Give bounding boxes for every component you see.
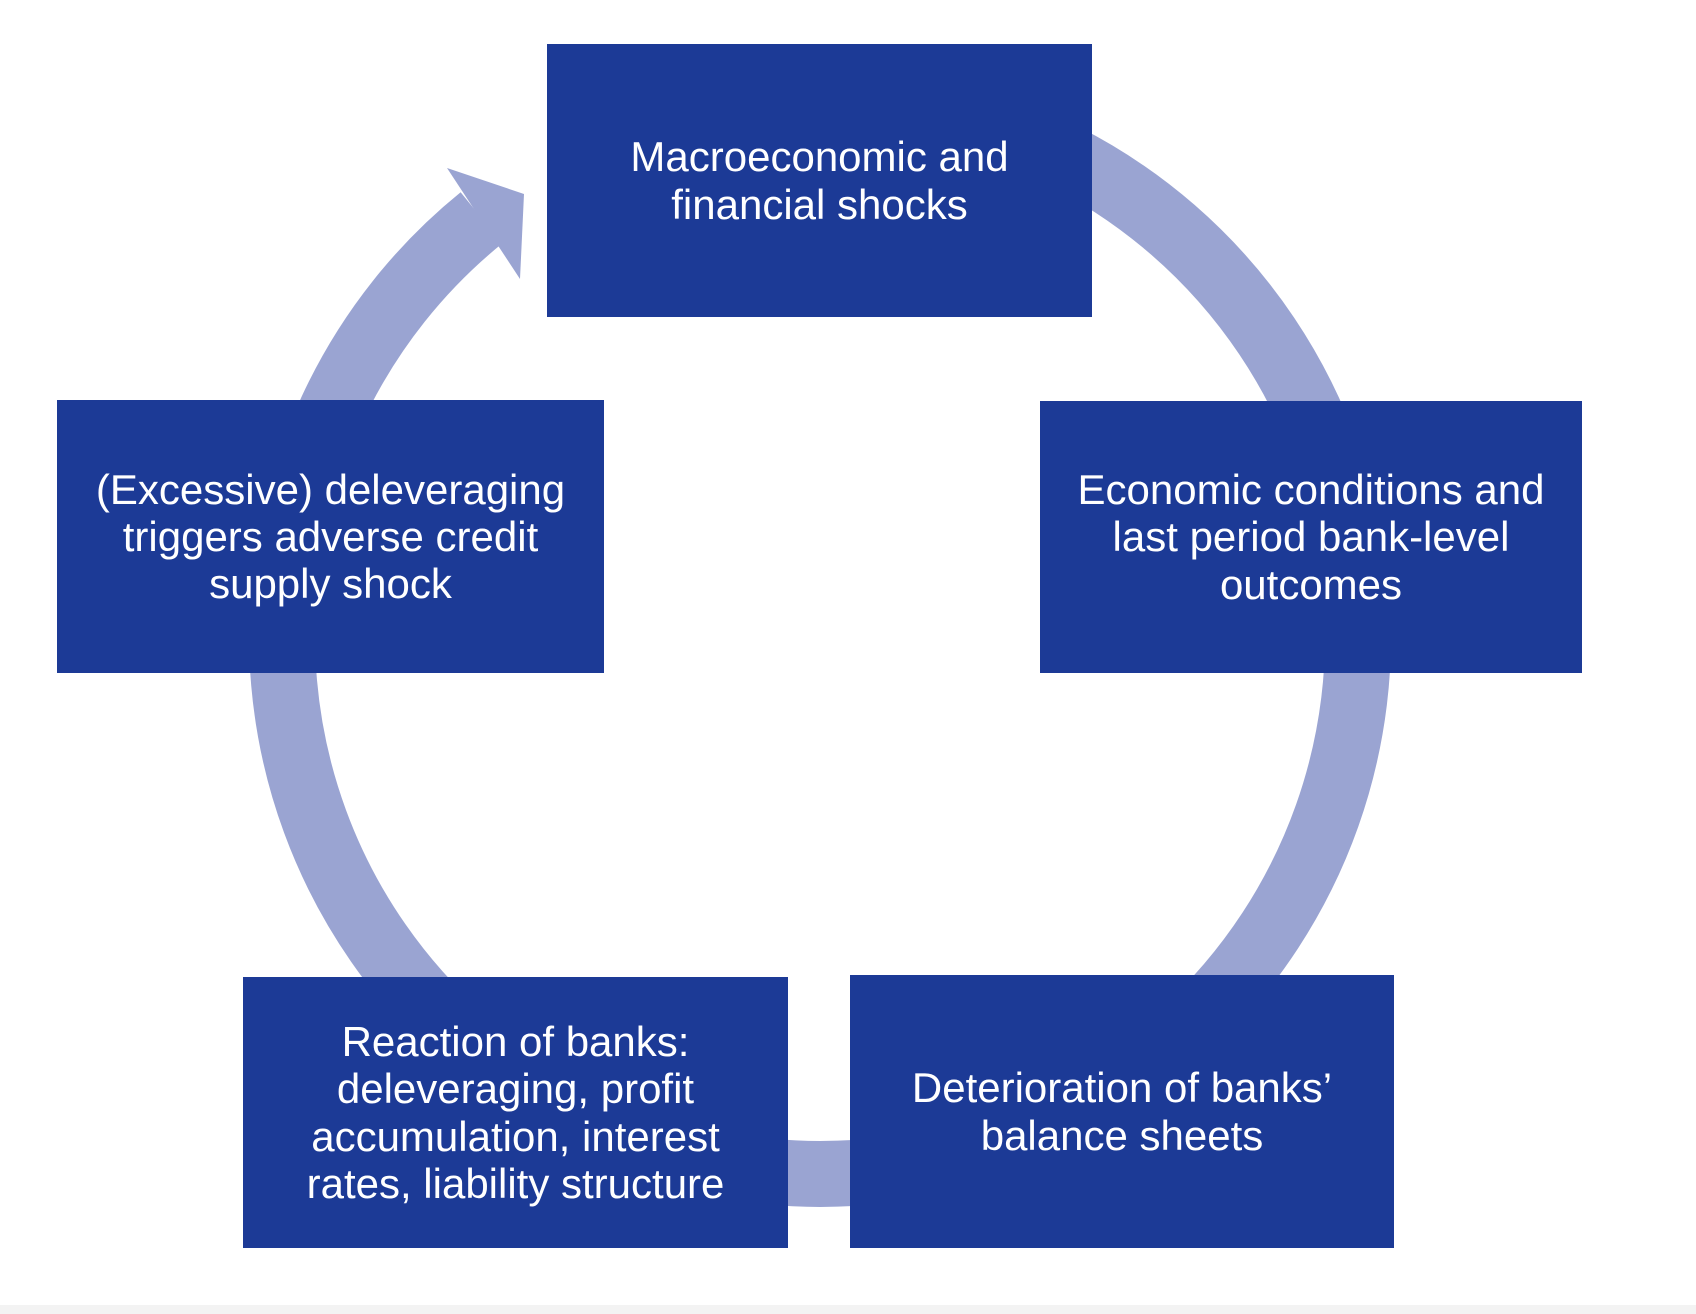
node-macroeconomic-shocks-label: Macroeconomic and financial shocks <box>630 133 1009 228</box>
node-credit-supply-shock-label: (Excessive) deleveraging triggers advers… <box>95 465 566 608</box>
page-bottom-edge <box>0 1305 1696 1314</box>
node-bank-reaction: Reaction of banks: deleveraging, profit … <box>243 977 788 1248</box>
node-balance-sheet-deterioration: Deterioration of banks’ balance sheets <box>850 975 1394 1248</box>
node-economic-conditions-label: Economic conditions and last period bank… <box>1077 466 1545 608</box>
node-bank-reaction-label: Reaction of banks: deleveraging, profit … <box>306 1018 725 1207</box>
arrowhead-icon <box>447 168 524 279</box>
node-credit-supply-shock: (Excessive) deleveraging triggers advers… <box>57 400 604 673</box>
node-economic-conditions: Economic conditions and last period bank… <box>1040 401 1582 673</box>
node-macroeconomic-shocks: Macroeconomic and financial shocks <box>547 44 1092 317</box>
node-balance-sheet-deterioration-label: Deterioration of banks’ balance sheets <box>911 1064 1333 1159</box>
